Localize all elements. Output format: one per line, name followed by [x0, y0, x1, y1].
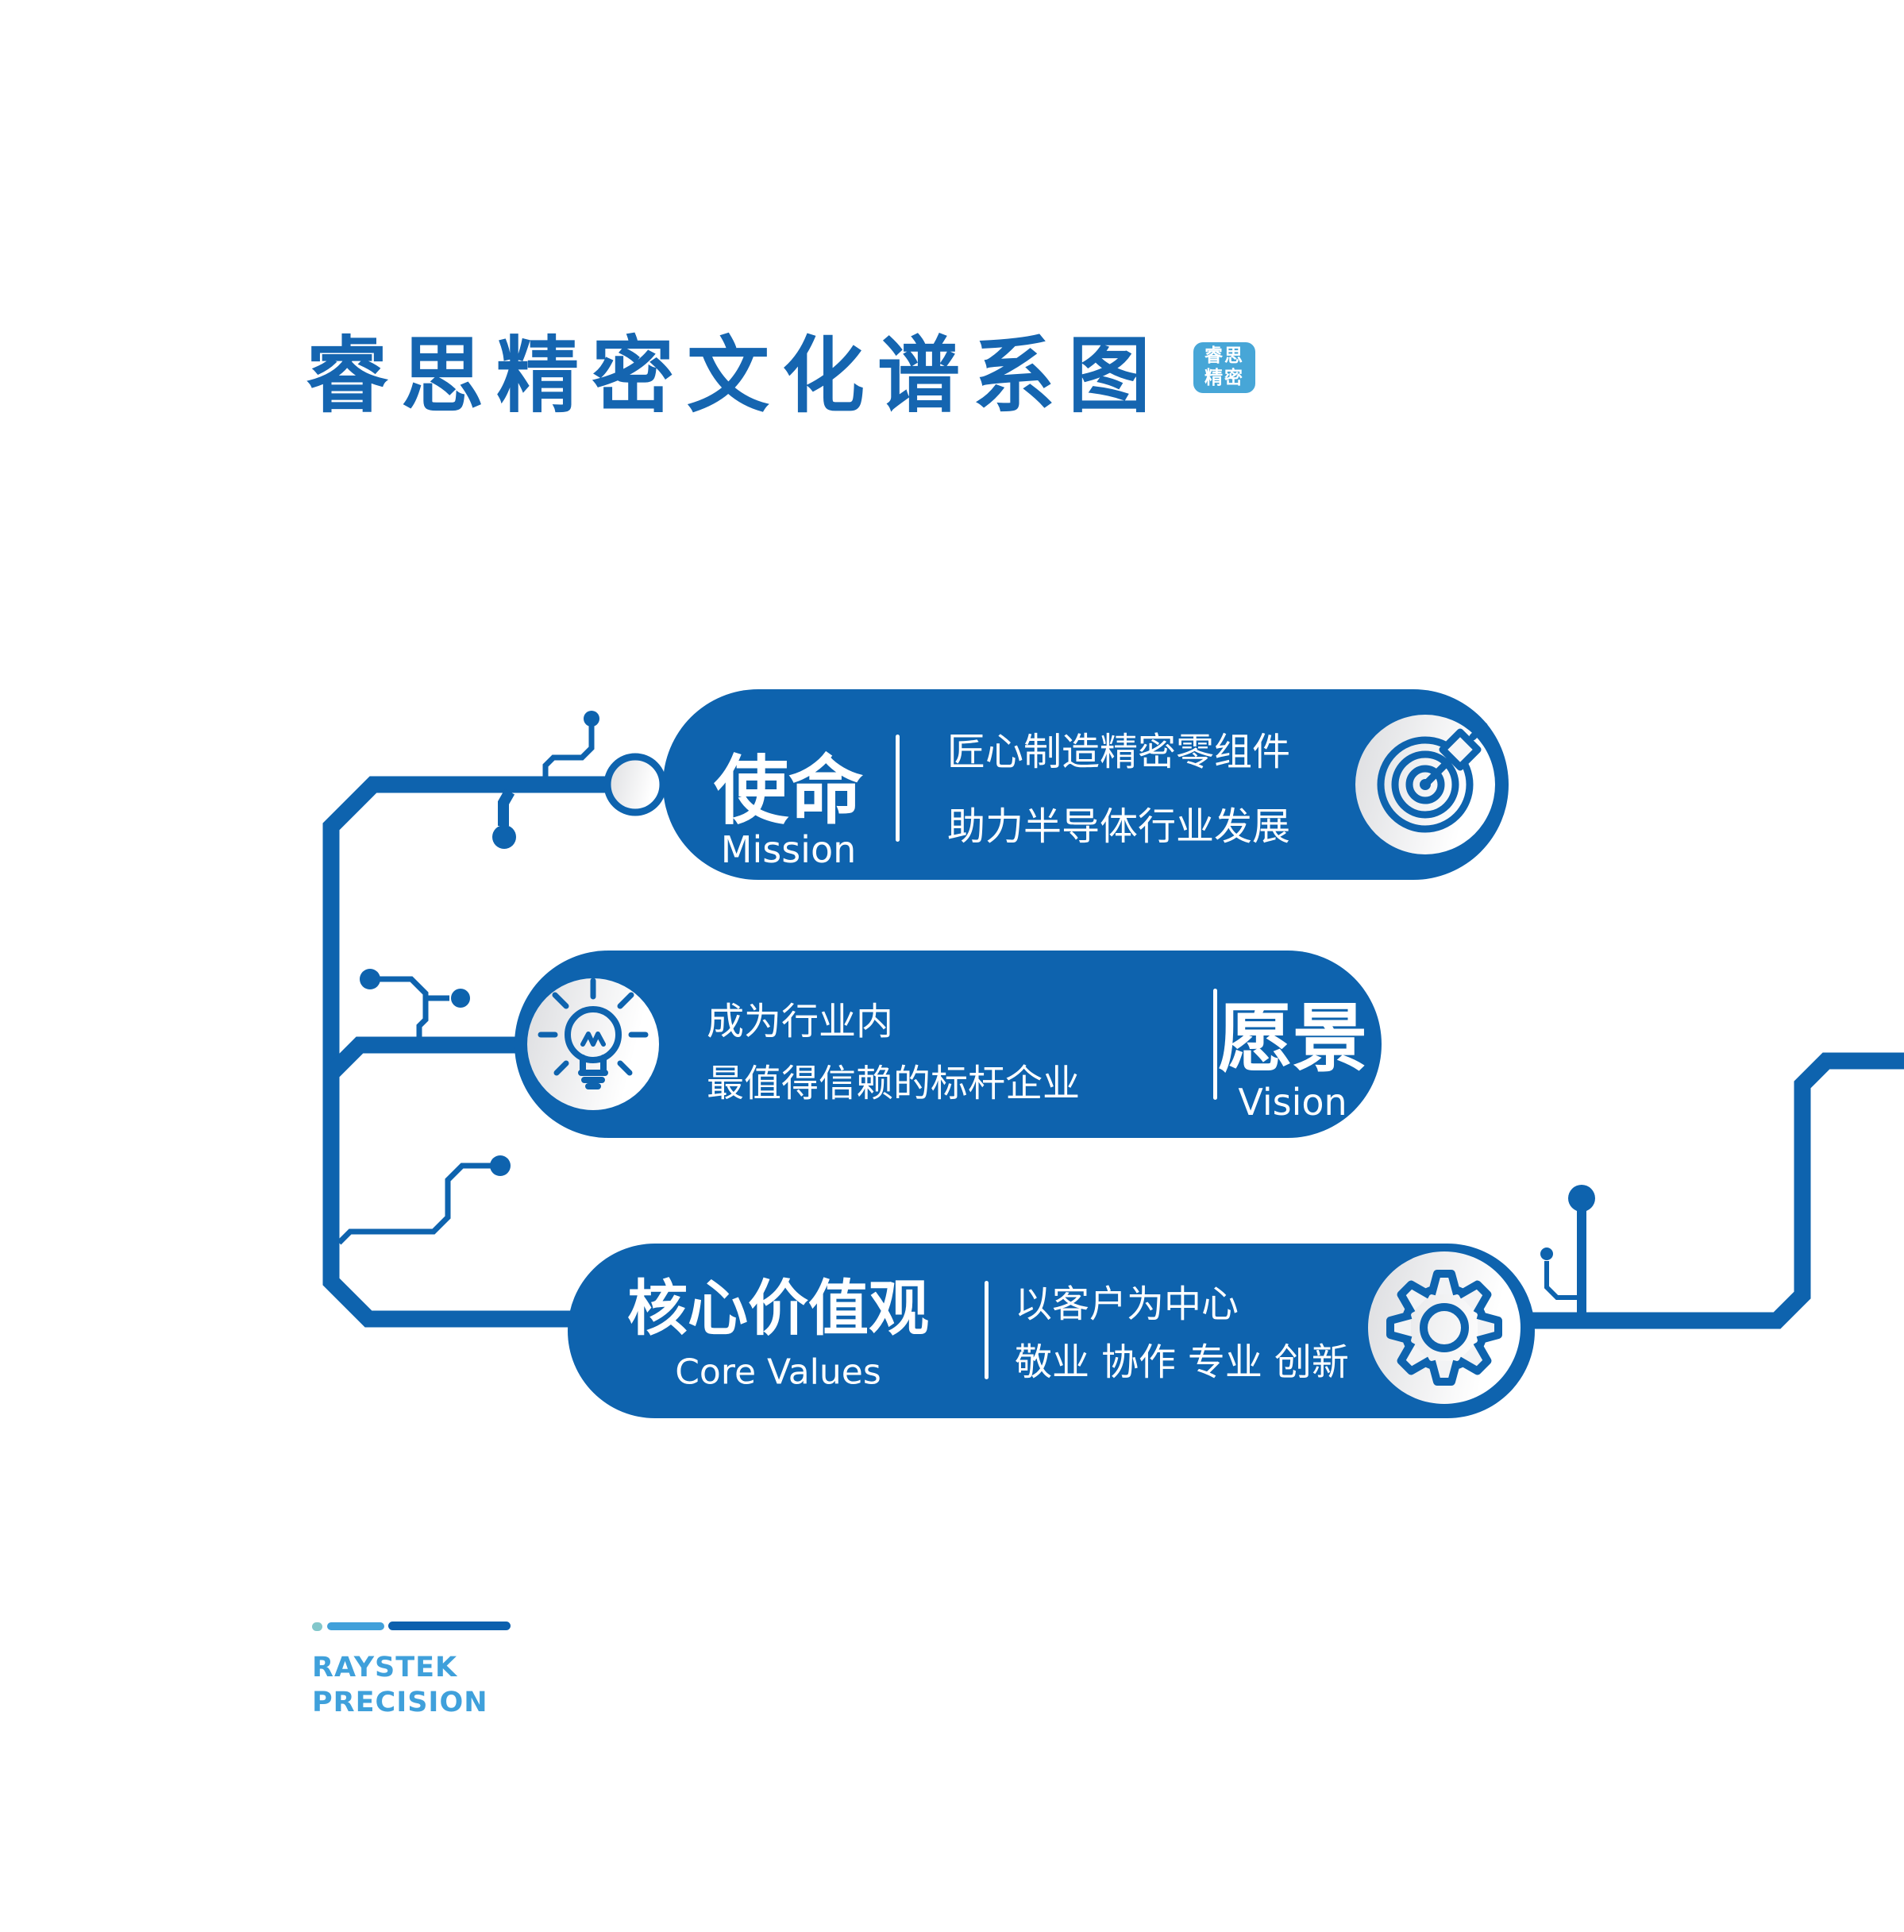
logo-dark-bar — [388, 1622, 511, 1630]
core-values-desc-line2: 敬业 协作 专业 创新 — [1015, 1340, 1349, 1385]
vision-title-zh: 愿景 — [1217, 995, 1368, 1082]
brand-badge-line1: 睿思 — [1204, 345, 1244, 367]
mission-pill — [663, 689, 1509, 880]
node-dot — [451, 989, 470, 1008]
node-dot — [492, 825, 516, 849]
logo-text-line2: PRECISION — [312, 1687, 488, 1718]
vision-desc-line2: 最值得信赖的标杆企业 — [707, 1062, 1080, 1106]
gear-icon — [1386, 1270, 1502, 1386]
connector-node-circle — [603, 753, 667, 816]
node-dot — [360, 969, 380, 989]
core-values-divider — [985, 1281, 989, 1379]
logo-teal-dot — [312, 1622, 322, 1631]
page-title: 睿思精密文化谱系图 — [306, 326, 1164, 424]
vision-desc-line1: 成为行业内 — [707, 1000, 893, 1044]
mission-title-zh: 使命 — [713, 747, 864, 835]
logo-light-bar — [327, 1622, 384, 1630]
mission-desc-line1: 匠心制造精密零组件 — [947, 730, 1291, 774]
mission-divider — [896, 735, 900, 842]
vision-divider — [1213, 989, 1217, 1100]
node-dot — [1568, 1185, 1595, 1212]
circuit-trace-vision-branch — [327, 1036, 556, 1078]
vision-pill — [515, 951, 1382, 1138]
circuit-trace-left — [322, 776, 635, 1328]
circuit-traces — [322, 726, 1904, 1329]
circuit-deco-vision — [380, 976, 429, 1042]
node-dot — [1540, 1248, 1553, 1260]
circuit-deco-middle — [337, 1163, 491, 1245]
lightbulb-icon — [538, 978, 649, 1089]
circuit-deco-right-small — [1544, 1261, 1577, 1300]
brand-badge-line2: 精密 — [1204, 368, 1244, 388]
target-icon — [1377, 722, 1488, 833]
circuit-nodes — [360, 711, 1595, 1260]
mission-title-en: Mission — [720, 828, 857, 871]
node-dot — [490, 1155, 511, 1176]
pills — [515, 689, 1535, 1418]
logo-text-line1: RAYSTEK — [312, 1652, 458, 1683]
core-values-pill — [568, 1244, 1535, 1418]
circuit-deco-top — [542, 726, 595, 780]
vision-title-en: Vision — [1238, 1081, 1347, 1124]
node-dot — [584, 711, 599, 727]
circuit-deco-stub — [498, 789, 515, 826]
core-values-title-en: Core Values — [675, 1352, 881, 1393]
mission-desc-line2: 助力半导体行业发展 — [947, 804, 1291, 849]
brand-badge: 睿思 精密 — [1193, 342, 1255, 393]
circuit-trace-right — [1509, 1052, 1904, 1329]
core-values-title-zh: 核心价值观 — [627, 1273, 929, 1344]
core-values-desc-line1: 以客户为中心 — [1015, 1282, 1239, 1327]
